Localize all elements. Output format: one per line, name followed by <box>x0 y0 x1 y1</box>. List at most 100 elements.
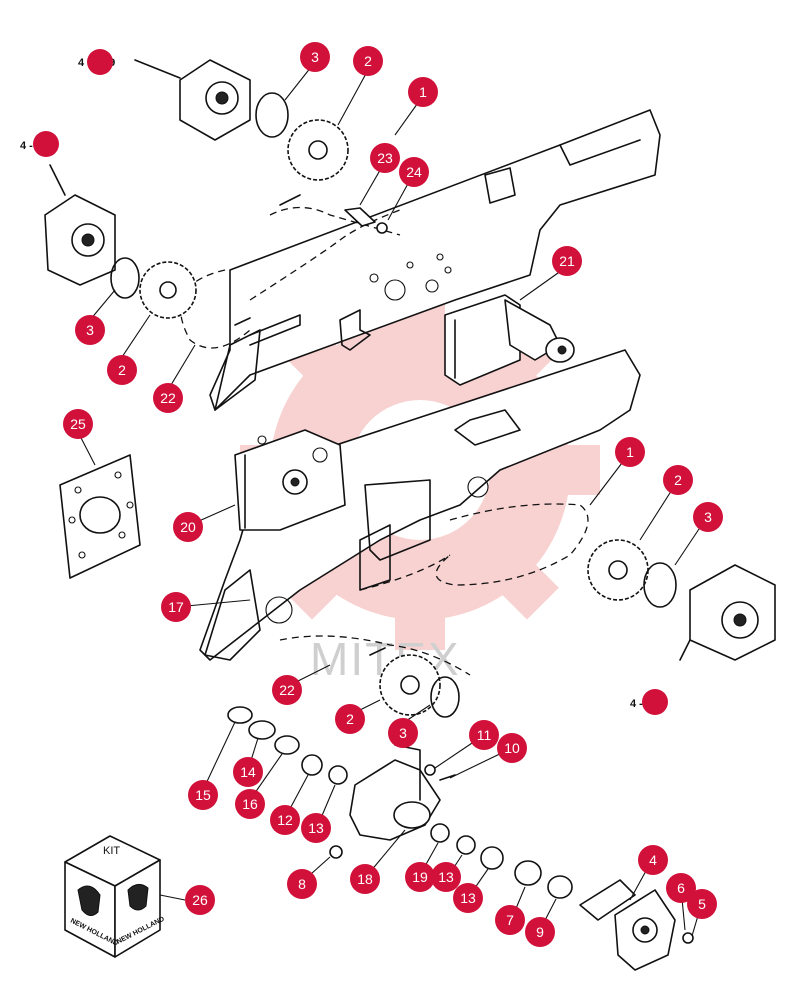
callout-12: 12 <box>270 805 300 835</box>
callout-26: 26 <box>185 885 215 915</box>
svg-text:2: 2 <box>118 362 126 378</box>
svg-text:4: 4 <box>649 852 657 868</box>
callout-1-upper: 1 <box>408 77 438 107</box>
seal-13 <box>328 765 348 785</box>
washer-15 <box>227 706 253 724</box>
callout-2-lower: 2 <box>335 704 365 734</box>
callout-13-right: 13 <box>453 883 483 913</box>
svg-text:5: 5 <box>698 896 706 912</box>
svg-text:8: 8 <box>298 876 306 892</box>
bracket-18 <box>349 744 441 841</box>
svg-text:13: 13 <box>460 890 476 906</box>
washer-16 <box>274 735 300 755</box>
callout-1-lower: 1 <box>615 437 645 467</box>
washer-24 <box>376 222 388 234</box>
callout-22-left: 22 <box>153 383 183 413</box>
callout-3-left: 3 <box>75 315 105 345</box>
callout-20: 20 <box>173 512 203 542</box>
svg-text:21: 21 <box>559 253 575 269</box>
chain-link-top <box>279 194 301 206</box>
svg-text:22: 22 <box>160 390 176 406</box>
callout-25: 25 <box>63 409 93 439</box>
callout-3-right: 3 <box>693 502 723 532</box>
callout-9: 9 <box>525 917 555 947</box>
callout-18: 18 <box>350 864 380 894</box>
bolt-10 <box>439 774 456 781</box>
svg-text:3: 3 <box>86 322 94 338</box>
flange-hub-right <box>679 564 776 661</box>
svg-text:22: 22 <box>279 682 295 698</box>
svg-text:17: 17 <box>168 599 184 615</box>
seal-19 <box>430 823 450 843</box>
washer-14 <box>248 720 276 740</box>
svg-text:13: 13 <box>308 820 324 836</box>
ref-marker-right <box>642 689 668 715</box>
o-ring-3-right <box>643 562 677 608</box>
seal-13b <box>456 835 476 855</box>
svg-text:3: 3 <box>311 49 319 65</box>
kit-box-26: KIT NEW HOLLAND NEW HOLLAND <box>64 835 166 958</box>
adapter-plate-25 <box>59 454 141 579</box>
svg-text:24: 24 <box>406 164 422 180</box>
svg-text:3: 3 <box>704 509 712 525</box>
callout-16: 16 <box>235 789 265 819</box>
svg-text:13: 13 <box>438 869 454 885</box>
hydraulic-motor-21 <box>444 294 575 386</box>
nut-6 <box>682 932 694 944</box>
svg-text:2: 2 <box>674 472 682 488</box>
svg-text:1: 1 <box>626 444 634 460</box>
upper-case <box>180 109 661 411</box>
svg-text:3: 3 <box>399 725 407 741</box>
ring-9 <box>547 875 573 899</box>
svg-text:12: 12 <box>277 812 293 828</box>
callout-13-mid: 13 <box>431 862 461 892</box>
svg-text:9: 9 <box>536 924 544 940</box>
nut-11 <box>424 764 436 776</box>
svg-text:2: 2 <box>364 53 372 69</box>
svg-text:6: 6 <box>677 880 685 896</box>
bearing-12 <box>301 754 323 776</box>
callout-15: 15 <box>188 780 218 810</box>
callout-17: 17 <box>161 592 191 622</box>
svg-text:19: 19 <box>412 869 428 885</box>
callout-2-left: 2 <box>107 355 137 385</box>
svg-text:20: 20 <box>180 519 196 535</box>
chain-link-left <box>234 317 251 326</box>
kit-label: KIT <box>103 845 120 857</box>
chain-link-lower <box>369 647 386 656</box>
hub-shaft-4 <box>579 879 676 971</box>
callout-3-lower: 3 <box>388 718 418 748</box>
svg-text:16: 16 <box>242 796 258 812</box>
callout-4: 4 <box>638 845 668 875</box>
o-ring-3-lower <box>430 676 460 718</box>
callout-3-top: 3 <box>300 42 330 72</box>
callout-8: 8 <box>287 869 317 899</box>
callout-21: 21 <box>552 246 582 276</box>
svg-text:7: 7 <box>506 912 514 928</box>
callout-13-left: 13 <box>301 813 331 843</box>
callout-5: 5 <box>687 889 717 919</box>
svg-text:11: 11 <box>477 727 492 743</box>
svg-text:2: 2 <box>346 711 354 727</box>
ref-marker-top <box>87 49 113 75</box>
callout-11: 11 <box>469 720 499 750</box>
bolt-23 <box>344 207 376 227</box>
callout-2-right: 2 <box>663 465 693 495</box>
callout-23: 23 <box>370 143 400 173</box>
callout-19: 19 <box>405 862 435 892</box>
callout-6: 6 <box>666 873 696 903</box>
gearbox-20 <box>234 429 346 531</box>
o-ring-3-top <box>255 92 289 138</box>
flange-hub-top <box>134 59 251 141</box>
o-ring-3-left <box>110 257 140 299</box>
cap-7 <box>514 860 542 886</box>
ref-marker-left <box>33 131 59 157</box>
flange-hub-left <box>44 164 116 286</box>
bearing-13c <box>480 846 504 870</box>
sprocket-2-top <box>287 119 349 181</box>
svg-text:25: 25 <box>70 416 86 432</box>
svg-text:26: 26 <box>192 892 208 908</box>
sprocket-2-right <box>587 539 649 601</box>
sprocket-2-lower <box>379 654 441 716</box>
